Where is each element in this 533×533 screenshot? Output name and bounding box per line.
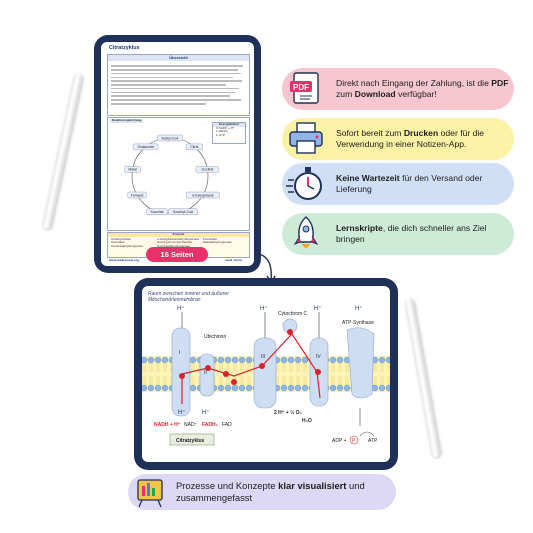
top-tablet: Citratzyklus Übersicht Reaktionsgleichun… [94,35,261,273]
energy-line-2: 1 FADH₂ [216,129,229,134]
energy-heading: Energiebilanz [213,122,245,127]
cycle-node-label: Citrat [190,145,198,149]
feature-pill-1: Direkt nach Eingang der Zahlung, ist die… [282,68,514,110]
enzyme-list: Citratsynthase α-Ketoglutarat-Dehydrogena… [108,237,249,250]
cytochrome-c-label: Cytochrom C [278,311,308,317]
rocket-icon [293,216,319,248]
oxygen-label: 2 H⁺ + ½ O₂ [274,409,302,416]
etc-header-line1: Raum zwischen innerer und äußerer [148,291,229,297]
h-plus-label-2: H⁺ [260,305,268,312]
etc-header-line2: Mitochondrienmembran [148,297,201,303]
stylus-pencil-bottom [404,298,441,458]
water-label: H₂O [302,418,312,424]
nad-label: NAD⁺ [184,422,198,428]
nadh-label: NADH + H⁺ [154,422,181,428]
overview-box: Übersicht [107,54,250,116]
feature-text-1: Direkt nach Eingang der Zahlung, ist die… [336,78,509,99]
cycle-node-label: Oxalacetat [137,145,153,149]
cycle-node-label: Succinat [150,210,163,214]
easel-chart-icon [137,479,163,508]
feature-text-2: Sofort bereit zum Drucken oder für die V… [336,128,485,149]
cycle-node: Succinyl-CoA [168,208,198,215]
enzyme-item: Succinatdehydrogenase [157,245,200,249]
electron-transport-chain-diagram: Raum zwischen innerer und äußerer Mitoch… [142,291,390,446]
energy-line-3: 1 GTP [216,133,225,138]
complex-label-II: II [204,370,207,376]
bottom-tablet: Raum zwischen innerer und äußerer Mitoch… [134,278,398,470]
enzyme-item: Malatdehydrogenase [203,241,232,245]
atp-synthase-shape [346,327,375,399]
complex-label-IV: IV [316,354,321,360]
atp-label: ATP [368,438,378,444]
visualized-pill: Prozesse und Konzepte klar visualisiert … [128,474,396,510]
doc-footer-url: www.medi-know.org [109,258,139,262]
cycle-node: Malat [124,166,141,173]
bottom-tablet-screen: Raum zwischen innerer und äußerer Mitoch… [142,286,390,462]
overview-text-lines [111,63,246,107]
top-tablet-screen: Citratzyklus Übersicht Reaktionsgleichun… [101,42,254,266]
citrate-cycle-label: Citratzyklus [176,438,205,444]
cycle-node: Acetyl-CoA [157,134,183,142]
h-plus-label-6: H⁺ [202,409,210,416]
complex-label-I: I [179,350,180,356]
h-plus-label-4: H⁺ [355,305,363,312]
cycle-node-label: Malat [128,168,136,172]
cycle-node-label: Succinyl-CoA [173,210,194,214]
page-count-badge: 16 Seiten [146,247,208,262]
enzyme-item: Fumarase [203,237,217,241]
feature-text-3: Keine Wartezeit für den Versand oder Lie… [336,173,483,194]
cycle-node: Fumarat [127,191,147,199]
cycle-node-label: Acetyl-CoA [162,136,180,140]
energy-box: Energiebilanz 3 NADH + H⁺ 1 FADH₂ 1 GTP [212,122,246,144]
complex-III [253,337,277,409]
overview-heading: Übersicht [108,55,249,61]
cycle-node: Isocitrat [195,166,220,173]
cycle-node: α-Ketoglutarat [186,191,220,199]
atp-synthase-label: ATP-Synthase [342,320,374,326]
pdf-icon: PDF [290,72,319,104]
cycle-node-label: α-Ketoglutarat [192,193,213,197]
h-plus-label-1: H⁺ [177,305,185,312]
cycle-heading: Reaktionsgleichung [110,118,144,123]
stopwatch-icon [286,167,322,200]
doc-title: Citratzyklus [109,45,140,51]
enzyme-item: Aconitase [111,241,125,245]
doc-footer-brand: medi_know [225,258,242,262]
cycle-node: Citrat [185,143,203,151]
visualized-text: Prozesse und Konzepte klar visualisiert … [176,480,365,503]
citrate-cycle-box [169,433,215,446]
h-plus-label-5: H⁺ [178,409,186,416]
stylus-pencil-top [41,72,84,230]
fadh2-label: FADH₂ [202,422,218,428]
ubichinon-label: Ubichinon [204,334,226,340]
adp-label: ADP + [332,438,347,444]
complex-label-III: III [261,354,265,360]
enzyme-item: Succinyl-CoA-Synthetase [157,241,193,245]
enzyme-item: Isocitratdehydrogenase [111,245,144,249]
phosphate-label: P [352,438,356,444]
cycle-box: Reaktionsgleichung Energiebilanz 3 NADH … [107,117,250,231]
complex-I [171,327,191,417]
cycle-node: Oxalacetat [132,143,159,151]
cycle-node-label: Isocitrat [201,168,213,172]
feature-pill-4: Lernskripte, die dich schneller ans Ziel… [282,213,514,255]
enzyme-item: α-Ketoglutarat-Dehydrogenase [157,237,200,241]
svg-text:PDF: PDF [293,83,309,92]
ubichinon-shape [199,353,215,397]
feature-text-4: Lernskripte, die dich schneller ans Ziel… [336,223,487,244]
electron-path [181,333,321,404]
h-plus-label-3: H⁺ [314,305,322,312]
enzyme-item: Citratsynthase [111,237,131,241]
energy-line-1: 3 NADH + H⁺ [216,125,235,130]
printer-icon [289,122,323,154]
enzyme-box: Enzyme Citratsynthase α-Ketoglutarat-Dehy… [107,232,250,258]
cycle-node: Succinat [146,208,168,215]
cycle-node-label: Fumarat [131,193,144,197]
fad-label: FAD [222,422,232,428]
enzyme-heading: Enzyme [108,232,249,237]
feature-pill-3: Keine Wartezeit für den Versand oder Lie… [282,163,514,205]
